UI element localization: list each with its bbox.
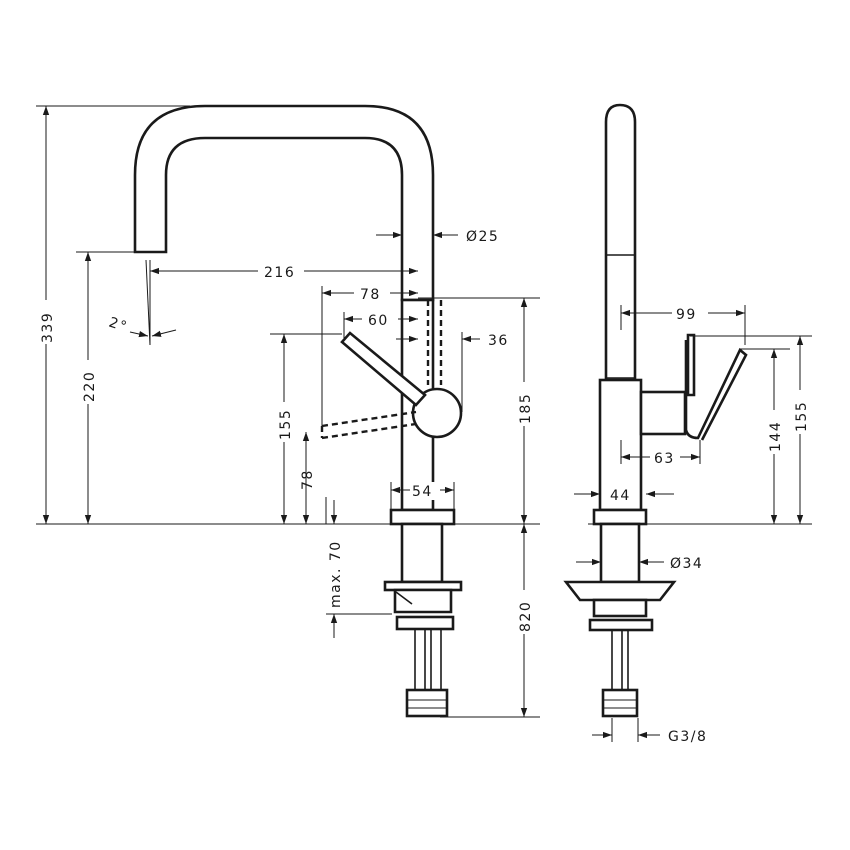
supply-hose-right xyxy=(430,629,442,690)
label-d25: Ø25 xyxy=(466,229,499,245)
label-78-front: 78 xyxy=(300,469,316,490)
thread-ring xyxy=(395,615,455,631)
label-d34: Ø34 xyxy=(670,556,703,572)
label-820: 820 xyxy=(518,601,534,632)
label-44: 44 xyxy=(610,488,631,504)
label-54: 54 xyxy=(412,484,433,500)
nut-wedge xyxy=(395,591,413,605)
label-155-side: 155 xyxy=(794,401,810,432)
label-144: 144 xyxy=(768,421,784,452)
label-63: 63 xyxy=(654,451,675,467)
side-base xyxy=(592,508,648,526)
side-lever-top xyxy=(686,333,696,397)
label-g38: G3/8 xyxy=(668,729,707,745)
side-hose-connector xyxy=(601,688,639,718)
lever-dashed-down xyxy=(320,410,417,440)
label-max70: max. 70 xyxy=(328,540,344,608)
front-view xyxy=(133,104,463,718)
side-cartridge xyxy=(639,390,687,436)
side-plate xyxy=(563,580,677,602)
side-view xyxy=(563,103,748,718)
spout-outline xyxy=(133,104,435,302)
lever xyxy=(340,331,427,407)
dimension-labels: 339 220 216 2° Ø25 78 60 36 155 78 max. … xyxy=(34,229,812,745)
lever-dashed-back xyxy=(426,300,443,385)
base-rosette xyxy=(389,508,456,526)
side-shank xyxy=(599,522,641,584)
mounting-nut xyxy=(393,588,453,614)
label-339: 339 xyxy=(40,312,56,343)
supply-hose-left xyxy=(414,629,426,690)
label-185: 185 xyxy=(518,393,534,424)
label-36: 36 xyxy=(488,333,509,349)
label-78-top: 78 xyxy=(360,287,381,303)
label-216: 216 xyxy=(264,265,295,281)
shank xyxy=(400,522,444,584)
side-spout xyxy=(604,103,637,382)
label-155-front: 155 xyxy=(278,409,294,440)
label-99: 99 xyxy=(676,307,697,323)
side-thread xyxy=(588,618,654,632)
label-2deg: 2° xyxy=(107,315,130,336)
side-lever xyxy=(684,340,748,441)
label-60: 60 xyxy=(368,313,389,329)
hose-connector xyxy=(405,688,449,718)
label-220: 220 xyxy=(82,371,98,402)
side-nut xyxy=(592,598,648,618)
